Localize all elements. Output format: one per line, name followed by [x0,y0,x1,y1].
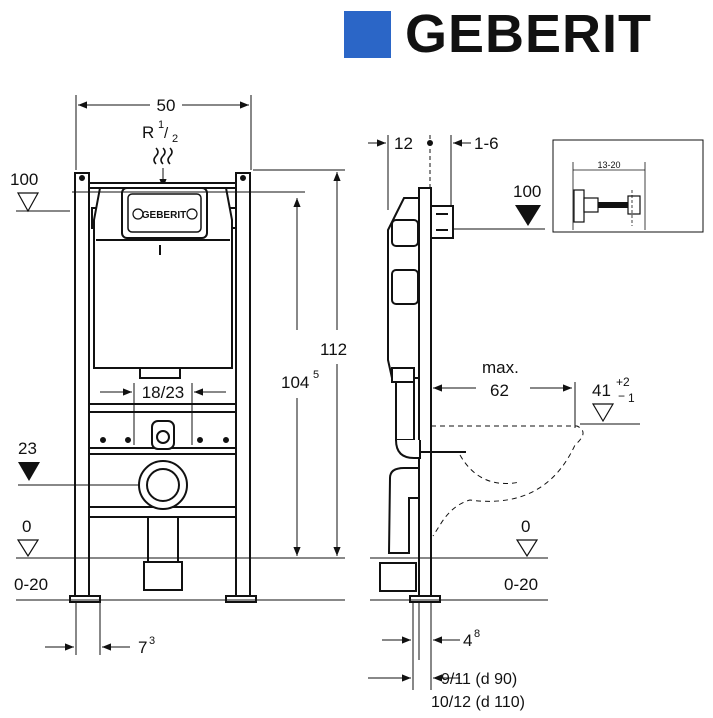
side-cistern [387,197,454,383]
svg-text:1: 1 [628,391,635,405]
svg-text:23: 23 [18,439,37,458]
level-100-right: 100 [453,182,545,230]
level-23-left: 23 [18,439,40,481]
svg-text:3: 3 [149,635,155,647]
spacing-label: 18/23 [142,383,185,402]
svg-text:7: 7 [138,638,147,657]
dim-top: 12 1-6 [368,134,499,210]
svg-text:8: 8 [474,628,480,640]
svg-text:−: − [618,389,625,403]
supply-connection [100,420,229,450]
svg-text:100: 100 [513,182,541,201]
bottom-label-2: 10/12 (d 110) [431,694,525,711]
level-0-left: 0 0-20 [14,517,345,601]
dim-projection: max. 62 [433,358,576,428]
actuator-plate: GEBERIT [121,187,208,239]
inset-dim-label: 13-20 [597,160,620,170]
svg-text:100: 100 [10,170,38,189]
svg-text:2: 2 [172,133,178,145]
logo-text: GEBERIT [405,4,653,64]
bottom-label-1: 9/11 (d 90) [441,671,517,688]
svg-text:+2: +2 [616,375,630,389]
drain-connection [138,460,188,591]
svg-text:1-6: 1-6 [474,134,499,153]
plate-logo: GEBERIT [142,210,186,221]
inset-detail: 13-20 [552,139,704,233]
logo-square [344,10,391,58]
svg-text:62: 62 [490,381,509,400]
level-0-right: 0 0-20 [370,517,548,601]
svg-text:0: 0 [22,517,31,536]
geberit-logo: GEBERIT [344,4,653,64]
svg-text:4: 4 [463,631,472,650]
svg-text:112: 112 [320,340,347,359]
svg-text:max.: max. [482,358,519,377]
side-pipes [379,381,466,592]
side-frame [409,187,441,603]
svg-text:0-20: 0-20 [14,575,48,594]
level-100-left: 100 [10,170,70,213]
frame [69,172,257,603]
water-supply-icon [153,147,173,165]
dim-spacing: 18/23 [100,383,226,445]
front-view: 50 R 1 / 2 [10,95,347,657]
svg-text:R: R [142,123,154,142]
svg-text:/: / [164,125,169,142]
svg-text:5: 5 [313,369,319,381]
dim-width-50: 50 [75,95,252,170]
svg-text:0-20: 0-20 [504,575,538,594]
dim-104: 104 5 [281,198,319,556]
dim-112: 112 [253,169,347,556]
thread-label: R 1 / 2 [142,119,178,145]
wc-bowl-outline [431,425,584,537]
dim-offset: 4 8 9/11 (d 90) 10/12 (d 110) [368,603,525,711]
svg-text:0: 0 [521,517,530,536]
dim-foot: 7 3 [45,603,155,657]
level-41: 41 +2 − 1 [580,375,640,425]
width-label: 50 [157,96,176,115]
svg-text:104: 104 [281,373,309,392]
svg-text:41: 41 [592,381,611,400]
svg-text:12: 12 [394,134,413,153]
svg-text:1: 1 [158,119,164,131]
side-view: 12 1-6 [368,134,704,711]
